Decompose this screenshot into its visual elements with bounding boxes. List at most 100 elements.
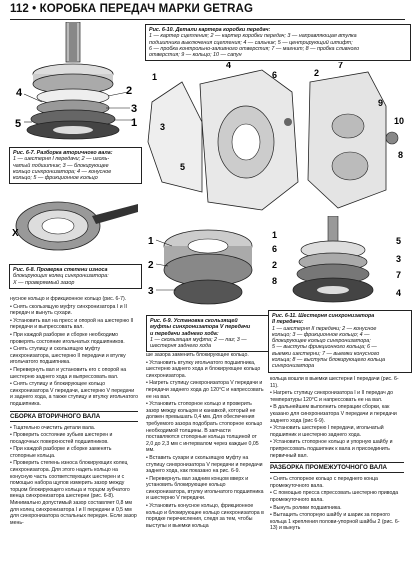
caption-line: синхронизатора bbox=[272, 363, 315, 370]
label-1: 1 bbox=[272, 230, 277, 240]
caption-line: кольцо синхронизатора; 4 — конусное bbox=[13, 168, 112, 175]
caption-fig-6-9: Рис. 6-9. Установка скользящей муфты син… bbox=[146, 315, 270, 353]
label-8: 8 bbox=[398, 150, 403, 160]
paragraph: ше зазора заменить блокирующее кольцо. bbox=[146, 352, 249, 358]
caption-line: 1 — скользящая муфта; 2 — паз; 3 — bbox=[150, 336, 247, 343]
paragraph: • Установить стопорное кольцо и упорную … bbox=[270, 439, 393, 459]
caption-line: Рис. 6-10. Детали картера коробки переда… bbox=[149, 27, 271, 33]
caption-line: кольцо; 3 — фрикционное кольцо; 4 — bbox=[272, 331, 370, 338]
label-7: 7 bbox=[338, 62, 343, 70]
paragraph: • Проверить состояние зубьев шестерен и … bbox=[10, 432, 113, 445]
paragraph: • Вставить сухари и скользящую муфту на … bbox=[146, 454, 263, 475]
caption-line: 5 — выступы фрикционного кольца; 6 — bbox=[272, 344, 377, 351]
section-title: СБОРКА ВТОРИЧНОГО ВАЛА bbox=[10, 412, 101, 420]
paragraph: кольца вошли в выемки шестерни I передач… bbox=[270, 376, 399, 389]
caption-fig-6-7: Рис. 6-7. Разборка вторичного вала: 1 — … bbox=[9, 147, 142, 185]
paragraph: • Нагреть ступицу синхронизатора V перед… bbox=[146, 380, 264, 400]
caption-line: кольцо; 5 — фрикционное кольцо bbox=[13, 175, 98, 182]
caption-fig-6-10: Рис. 6-10. Детали картера коробки переда… bbox=[145, 24, 411, 62]
shaft-disassembly-drawing: 4 5 2 3 1 bbox=[15, 22, 137, 140]
caption-line: Рис. 6-9. Установка скользящей bbox=[150, 318, 238, 324]
caption-fig-6-8: Рис. 6-8. Проверка степени износа блокир… bbox=[9, 264, 142, 289]
label-6: 6 bbox=[272, 70, 277, 80]
right-column: кольца вошли в выемки шестерни I передач… bbox=[270, 376, 404, 568]
label-4: 4 bbox=[16, 87, 23, 99]
label-2: 2 bbox=[148, 260, 154, 271]
paragraph: • Перевернуть вал и установить его с опо… bbox=[10, 366, 127, 380]
page-number: 112 bbox=[10, 3, 29, 15]
label-3: 3 bbox=[131, 103, 137, 115]
ring-wear-check-drawing: X bbox=[12, 201, 138, 251]
figure-6-7: 4 5 2 3 1 bbox=[10, 22, 142, 142]
caption-line: кольца; 8 — выступы блокирующего кольца bbox=[272, 357, 385, 364]
paragraph: • Установить втулку игольчатого подшипни… bbox=[146, 359, 261, 379]
paragraph: • Установить конусное кольцо, фрикционно… bbox=[146, 503, 264, 529]
label-5: 5 bbox=[180, 162, 185, 172]
label-9: 9 bbox=[378, 98, 383, 108]
gearbox-housing-drawing: 1 2 3 4 5 6 7 8 9 10 bbox=[147, 62, 404, 211]
paragraph: • Вытащить стопорную шайбу и шарик за по… bbox=[270, 512, 400, 532]
section-title: РАЗБОРКА ПРОМЕЖУТОЧНОГО ВАЛА bbox=[270, 464, 387, 472]
label-3: 3 bbox=[148, 286, 154, 297]
caption-line: 1 — шестерня II передачи; 2 — конусное bbox=[272, 325, 377, 332]
label-6: 6 bbox=[272, 244, 277, 254]
caption-line: отверстия; 9 — кольцо; 10 — сапун bbox=[149, 52, 242, 59]
paragraph: • При каждой разборке и сборке заменять … bbox=[10, 446, 112, 459]
paragraph: • Нагреть ступицу синхронизатора I и II … bbox=[270, 390, 394, 403]
header-rule bbox=[10, 19, 405, 20]
figure-6-9: 1 2 3 bbox=[146, 216, 264, 314]
caption-line: 1 — шестерня I передачи; 2 — иголь- bbox=[13, 156, 110, 163]
paragraph: • Вынуть ролики подшипника. bbox=[270, 504, 342, 511]
label-2: 2 bbox=[126, 85, 132, 97]
label-3: 3 bbox=[396, 254, 401, 264]
caption-line: шестерня заднего хода bbox=[150, 343, 212, 350]
label-x: X bbox=[12, 228, 19, 239]
caption-line: Рис. 6-8. Проверка степени износа bbox=[13, 267, 108, 273]
paragraph: • В дальнейшем выполнить операции сборки… bbox=[270, 404, 397, 424]
label-7: 7 bbox=[396, 270, 401, 280]
label-2: 2 bbox=[314, 68, 319, 78]
paragraph: • Снять ступицу и блокирующее кольцо син… bbox=[10, 381, 138, 407]
paragraph: • Перевернуть вал задним концом вверх и … bbox=[146, 475, 264, 502]
paragraph: • С помощью пресса спрессовать шестерню … bbox=[270, 490, 399, 503]
left-column: нусное кольцо и фрикционное кольцо (рис.… bbox=[10, 296, 138, 568]
sliding-sleeve-drawing: 1 2 3 bbox=[148, 229, 253, 305]
paragraph: • При каждой разборке и сборке необходим… bbox=[10, 331, 125, 345]
caption-line: муфты синхронизатора V передачи bbox=[150, 324, 251, 331]
label-4: 4 bbox=[226, 62, 231, 70]
label-2: 2 bbox=[272, 260, 277, 270]
label-1: 1 bbox=[152, 72, 157, 82]
label-1: 1 bbox=[131, 117, 137, 129]
paragraph: • Снять скользящую муфту синхронизатора … bbox=[10, 303, 127, 317]
figure-6-8: X bbox=[10, 196, 140, 260]
paragraph: • Снять стопорное кольцо с переднего кон… bbox=[270, 476, 378, 489]
caption-line: Рис. 6-11. Шестерня синхронизатора bbox=[272, 313, 375, 319]
caption-fig-6-11: Рис. 6-11. Шестерня синхронизатора II пе… bbox=[268, 310, 412, 373]
label-8: 8 bbox=[272, 276, 277, 286]
middle-column: ше зазора заменить блокирующее кольцо. •… bbox=[146, 352, 264, 568]
header-bullet: • bbox=[32, 3, 37, 15]
caption-line: 1 — картер сцепления; 2 — картер коробки… bbox=[149, 33, 357, 40]
label-3: 3 bbox=[160, 122, 165, 132]
label-5: 5 bbox=[15, 118, 21, 130]
caption-line: 6 — пробка контрольно-заливного отверсти… bbox=[149, 45, 360, 52]
page-title: КОРОБКА ПЕРЕДАЧ МАРКИ GETRAG bbox=[39, 3, 254, 15]
paragraph: • Установить стопорное кольцо и проверит… bbox=[146, 401, 263, 454]
caption-line: блокирующее кольцо синхронизатора; bbox=[272, 338, 371, 345]
label-10: 10 bbox=[394, 116, 404, 126]
caption-line: II передачи: bbox=[272, 319, 304, 326]
label-5: 5 bbox=[396, 236, 401, 246]
figure-6-11: 1 6 2 8 5 3 7 4 bbox=[268, 216, 408, 314]
paragraph: нусное кольцо и фрикционное кольцо (рис.… bbox=[10, 296, 127, 302]
label-1: 1 bbox=[148, 236, 154, 247]
caption-line: X — проверяемый зазор bbox=[13, 279, 75, 286]
caption-line: блокирующих колец синхронизатора: bbox=[13, 273, 109, 280]
paragraph: • Тщательно очистить детали вала. bbox=[10, 424, 96, 431]
caption-line: подшипника выключения сцепления; 4 — сал… bbox=[149, 39, 353, 46]
caption-line: и передачи заднего хода: bbox=[150, 330, 219, 337]
paragraph: • Снять ступицу и скользящую муфту синхр… bbox=[10, 346, 126, 366]
synchronizer-gear-drawing: 1 6 2 8 5 3 7 4 bbox=[272, 216, 401, 303]
paragraph: • Установить вал на пресс и опорой на ше… bbox=[10, 317, 134, 331]
page-header: 112 • КОРОБКА ПЕРЕДАЧ МАРКИ GETRAG bbox=[10, 3, 253, 15]
caption-line: выемки шестерни; 7 — выемки конусного bbox=[272, 350, 380, 357]
